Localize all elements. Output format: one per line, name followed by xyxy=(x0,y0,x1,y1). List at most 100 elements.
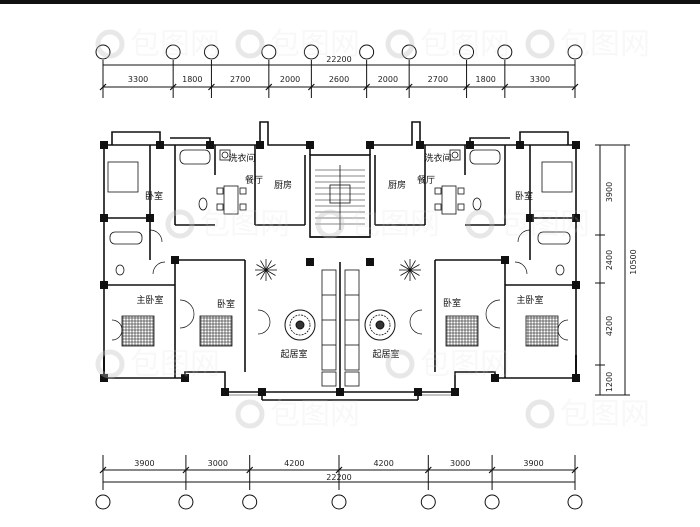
washing-machine-icon xyxy=(219,149,461,161)
room-labels: 洗衣间 洗衣间 餐厅 餐厅 厨房 厨房 卧室 卧室 主卧室 主卧室 卧室 卧室 … xyxy=(136,152,543,360)
column xyxy=(258,388,266,396)
watermark-text: 包图网 xyxy=(270,397,360,432)
door-swing xyxy=(111,229,569,341)
axis-circle xyxy=(178,494,194,510)
column xyxy=(181,374,189,382)
column xyxy=(572,141,580,149)
room-label-kitchen: 厨房 xyxy=(274,179,292,191)
axis-circle xyxy=(303,44,319,60)
watermark-text: 包图网 xyxy=(350,207,440,242)
room-label-living-room: 起居室 xyxy=(280,348,307,360)
dimension-label: 4200 xyxy=(284,459,304,468)
column xyxy=(572,214,580,222)
dimension-label: 3300 xyxy=(128,75,148,84)
column xyxy=(572,281,580,289)
top-axis-circles xyxy=(95,44,583,60)
axis-circle xyxy=(203,44,219,60)
column xyxy=(451,388,459,396)
axis-circle xyxy=(359,44,375,60)
axis-circle xyxy=(95,494,111,510)
top-border xyxy=(0,0,700,4)
axis-circle xyxy=(242,494,258,510)
axis-circle xyxy=(459,44,475,60)
dimension-label: 1800 xyxy=(182,75,202,84)
dining-table-icon xyxy=(216,185,465,215)
room-label-kitchen: 厨房 xyxy=(388,179,406,191)
right-span-label: 3900 xyxy=(605,182,614,202)
axis-circle xyxy=(567,44,583,60)
dimension-label: 3000 xyxy=(450,459,470,468)
stair xyxy=(315,165,365,230)
dimension-label: 3000 xyxy=(208,459,228,468)
room-label-living-room: 起居室 xyxy=(372,348,399,360)
column xyxy=(366,258,374,266)
right-span-label: 2400 xyxy=(605,250,614,270)
room-label-master-bedroom: 主卧室 xyxy=(136,294,163,306)
column xyxy=(466,141,474,149)
sofa-icon xyxy=(321,269,360,387)
watermark-text: 包图网 xyxy=(500,207,590,242)
room-label-bedroom: 卧室 xyxy=(145,190,163,202)
column xyxy=(206,141,214,149)
dimension-label: 1800 xyxy=(476,75,496,84)
axis-circle xyxy=(261,44,277,60)
watermark-text: 包图网 xyxy=(130,347,220,382)
column xyxy=(171,256,179,264)
axis-circle xyxy=(484,494,500,510)
dimension-label: 3900 xyxy=(134,459,154,468)
right-total-label: 10500 xyxy=(629,249,638,274)
column xyxy=(501,256,509,264)
column xyxy=(306,258,314,266)
axis-circle xyxy=(165,44,181,60)
right-dimension xyxy=(595,144,630,396)
bed-icon xyxy=(107,161,573,193)
toilet-icon xyxy=(115,197,565,276)
rug-icon xyxy=(284,309,396,341)
room-label-bedroom: 卧室 xyxy=(217,298,235,310)
axis-circle xyxy=(95,44,111,60)
column xyxy=(416,141,424,149)
room-label-bedroom: 卧室 xyxy=(515,190,533,202)
top-dimension xyxy=(99,60,579,98)
column xyxy=(516,141,524,149)
column xyxy=(491,374,499,382)
watermark: 包图网包图网包图网包图网包图网包图网包图网包图网包图网包图网包图网 xyxy=(95,27,650,432)
room-label-dining: 餐厅 xyxy=(245,174,263,186)
dimension-label: 2700 xyxy=(428,75,448,84)
column xyxy=(100,374,108,382)
watermark-text: 包图网 xyxy=(560,397,650,432)
column xyxy=(526,214,534,222)
room-label-dining: 餐厅 xyxy=(417,174,435,186)
axis-circle xyxy=(420,494,436,510)
column xyxy=(221,388,229,396)
column xyxy=(336,388,344,396)
watermark-text: 包图网 xyxy=(200,207,290,242)
axis-circle xyxy=(331,494,347,510)
dimension-label: 2000 xyxy=(378,75,398,84)
axis-circle xyxy=(497,44,513,60)
room-label-bedroom: 卧室 xyxy=(443,297,461,309)
top-total-label: 22200 xyxy=(326,55,351,64)
bed-icon xyxy=(121,315,559,347)
room-label-laundry: 洗衣间 xyxy=(424,152,451,164)
column xyxy=(100,141,108,149)
structural-columns xyxy=(100,141,580,396)
room-label-master-bedroom: 主卧室 xyxy=(516,294,543,306)
watermark-text: 包图网 xyxy=(270,27,360,62)
watermark-text: 包图网 xyxy=(420,347,510,382)
plant-icon xyxy=(255,259,421,281)
column xyxy=(146,214,154,222)
window xyxy=(103,355,577,396)
dimension-label: 4200 xyxy=(373,459,393,468)
watermark-text: 包图网 xyxy=(130,27,220,62)
dimension-label: 2700 xyxy=(230,75,250,84)
column xyxy=(100,281,108,289)
axis-circle xyxy=(567,494,583,510)
dimension-label: 3300 xyxy=(530,75,550,84)
axis-circle xyxy=(401,44,417,60)
bottom-dimension xyxy=(99,455,579,490)
column xyxy=(100,214,108,222)
